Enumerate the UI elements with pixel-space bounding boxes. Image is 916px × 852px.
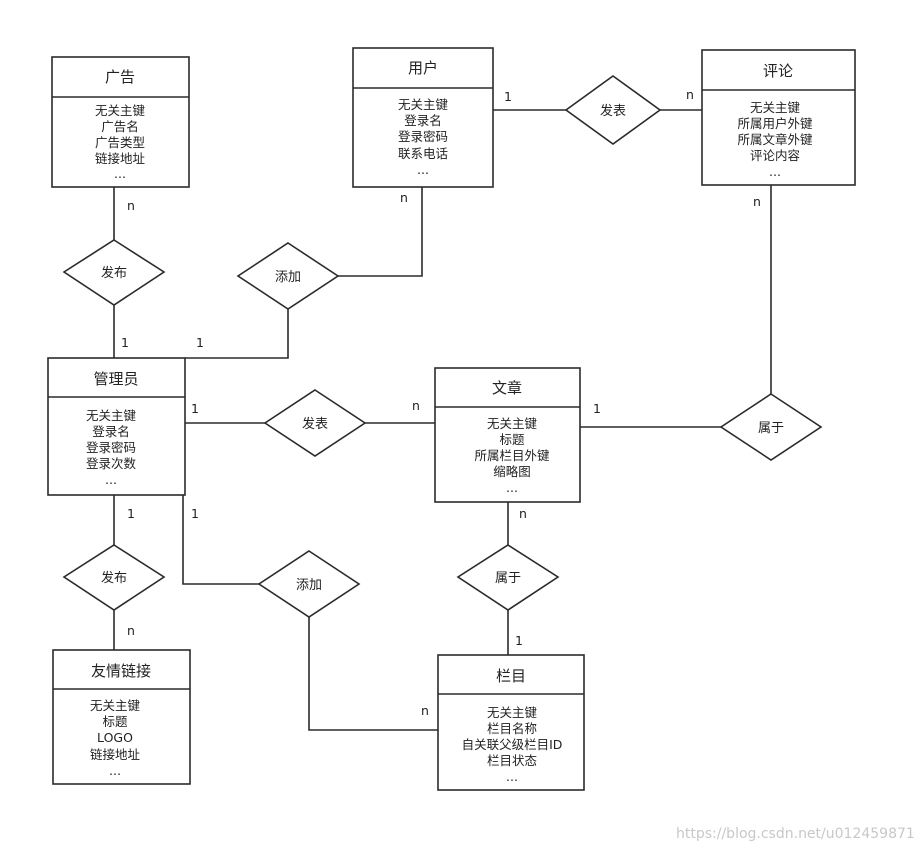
entity-comment: 评论 无关主键 所属用户外键 所属文章外键 评论内容 ... bbox=[701, 49, 856, 186]
relationship-label: 属于 bbox=[495, 571, 521, 586]
entity-attr: 无关主键 bbox=[487, 416, 538, 431]
entity-attr: 评论内容 bbox=[750, 148, 800, 163]
entity-title: 用户 bbox=[408, 59, 438, 77]
relationship-label: 发布 bbox=[101, 570, 127, 586]
entity-attr: 无关主键 bbox=[398, 97, 449, 112]
entity-attr: 缩略图 bbox=[493, 464, 531, 479]
entity-attr: 栏目状态 bbox=[487, 753, 537, 768]
relationship-label: 发表 bbox=[600, 103, 626, 119]
watermark: https://blog.csdn.net/u012459871 bbox=[676, 826, 915, 842]
relationship-publish-ad-admin: 发布 bbox=[62, 239, 166, 306]
entity-title: 文章 bbox=[492, 379, 522, 397]
entity-ad: 广告 无关主键 广告名 广告类型 链接地址 ... bbox=[51, 56, 190, 188]
cardinality-label: n bbox=[686, 87, 694, 102]
relationship-label: 发布 bbox=[101, 265, 127, 281]
entity-attr: ... bbox=[105, 472, 117, 487]
cardinality-label: 1 bbox=[515, 633, 523, 648]
entity-article: 文章 无关主键 标题 所属栏目外键 缩略图 ... bbox=[434, 367, 581, 503]
entity-attr: 栏目名称 bbox=[487, 721, 537, 736]
entity-title: 广告 bbox=[105, 68, 135, 86]
entity-attr: ... bbox=[769, 164, 781, 179]
entity-attr: 所属文章外键 bbox=[737, 132, 813, 147]
entity-attr: 广告类型 bbox=[95, 135, 145, 150]
line-user-add bbox=[338, 187, 423, 277]
cardinality-labels: 1 n n 1 n 1 1 n n 1 1 n 1 n n 1 bbox=[121, 87, 761, 718]
cardinality-label: 1 bbox=[593, 401, 601, 416]
relationship-publish-user-comment: 发表 bbox=[564, 75, 662, 145]
entity-attr: 登录名 bbox=[92, 424, 130, 439]
relationship-publish-admin-link: 发布 bbox=[62, 544, 166, 611]
line-admin-add-column bbox=[182, 495, 259, 585]
cardinality-label: 1 bbox=[191, 401, 199, 416]
entity-admin: 管理员 无关主键 登录名 登录密码 登录次数 ... bbox=[47, 357, 186, 496]
entity-attr: ... bbox=[417, 162, 429, 177]
entity-attr: 标题 bbox=[102, 714, 128, 729]
entity-title: 友情链接 bbox=[91, 662, 151, 680]
entity-attr: 自关联父级栏目ID bbox=[462, 737, 563, 752]
cardinality-label: 1 bbox=[504, 89, 512, 104]
entity-column: 栏目 无关主键 栏目名称 自关联父级栏目ID 栏目状态 ... bbox=[437, 654, 585, 791]
entity-attr: 无关主键 bbox=[90, 698, 141, 713]
entity-attr: 所属栏目外键 bbox=[474, 448, 550, 463]
cardinality-label: n bbox=[753, 194, 761, 209]
entity-attr: ... bbox=[109, 763, 121, 778]
entity-title: 评论 bbox=[763, 62, 793, 80]
entity-attr: 标题 bbox=[499, 432, 525, 447]
cardinality-label: 1 bbox=[127, 506, 135, 521]
relationship-belong-article-column: 属于 bbox=[456, 544, 560, 611]
cardinality-label: n bbox=[400, 190, 408, 205]
entity-attr: 登录密码 bbox=[86, 440, 136, 455]
relationship-label: 发表 bbox=[302, 416, 328, 432]
line-add-column bbox=[308, 617, 438, 731]
cardinality-label: n bbox=[412, 398, 420, 413]
entity-attr: 链接地址 bbox=[95, 151, 146, 166]
relationship-label: 添加 bbox=[296, 578, 322, 593]
entity-user: 用户 无关主键 登录名 登录密码 联系电话 ... bbox=[352, 47, 494, 188]
entity-attr: 登录次数 bbox=[86, 456, 137, 471]
relationship-add-admin-column: 添加 bbox=[257, 550, 361, 618]
entity-attr: 所属用户外键 bbox=[737, 116, 813, 131]
entity-title: 栏目 bbox=[496, 667, 526, 685]
entity-attr: 无关主键 bbox=[487, 705, 538, 720]
entity-attr: 登录名 bbox=[404, 113, 442, 128]
entity-attr: 无关主键 bbox=[95, 103, 146, 118]
entity-attr: ... bbox=[114, 166, 126, 181]
entity-attr: 无关主键 bbox=[86, 408, 137, 423]
cardinality-label: n bbox=[421, 703, 429, 718]
relationship-add-admin-user: 添加 bbox=[236, 242, 340, 310]
entity-attr: ... bbox=[506, 769, 518, 784]
cardinality-label: n bbox=[127, 198, 135, 213]
entity-attr: ... bbox=[506, 480, 518, 495]
cardinality-label: n bbox=[127, 623, 135, 638]
cardinality-label: n bbox=[519, 506, 527, 521]
entity-friend-link: 友情链接 无关主键 标题 LOGO 链接地址 ... bbox=[52, 649, 191, 785]
entity-title: 管理员 bbox=[93, 370, 138, 388]
relationship-label: 添加 bbox=[275, 270, 301, 285]
relationship-belong-article-comment: 属于 bbox=[719, 393, 823, 461]
relationship-publish-admin-article: 发表 bbox=[263, 389, 367, 457]
connector-lines bbox=[113, 109, 772, 731]
relationship-label: 属于 bbox=[758, 421, 784, 436]
line-add-admin bbox=[185, 309, 289, 359]
cardinality-label: 1 bbox=[196, 335, 204, 350]
cardinality-label: 1 bbox=[121, 335, 129, 350]
cardinality-label: 1 bbox=[191, 506, 199, 521]
entity-attr: LOGO bbox=[97, 730, 133, 745]
entity-attr: 联系电话 bbox=[398, 146, 448, 161]
entity-attr: 登录密码 bbox=[398, 129, 448, 144]
entity-attr: 广告名 bbox=[101, 119, 139, 134]
entity-attr: 链接地址 bbox=[90, 747, 141, 762]
entity-attr: 无关主键 bbox=[750, 100, 801, 115]
